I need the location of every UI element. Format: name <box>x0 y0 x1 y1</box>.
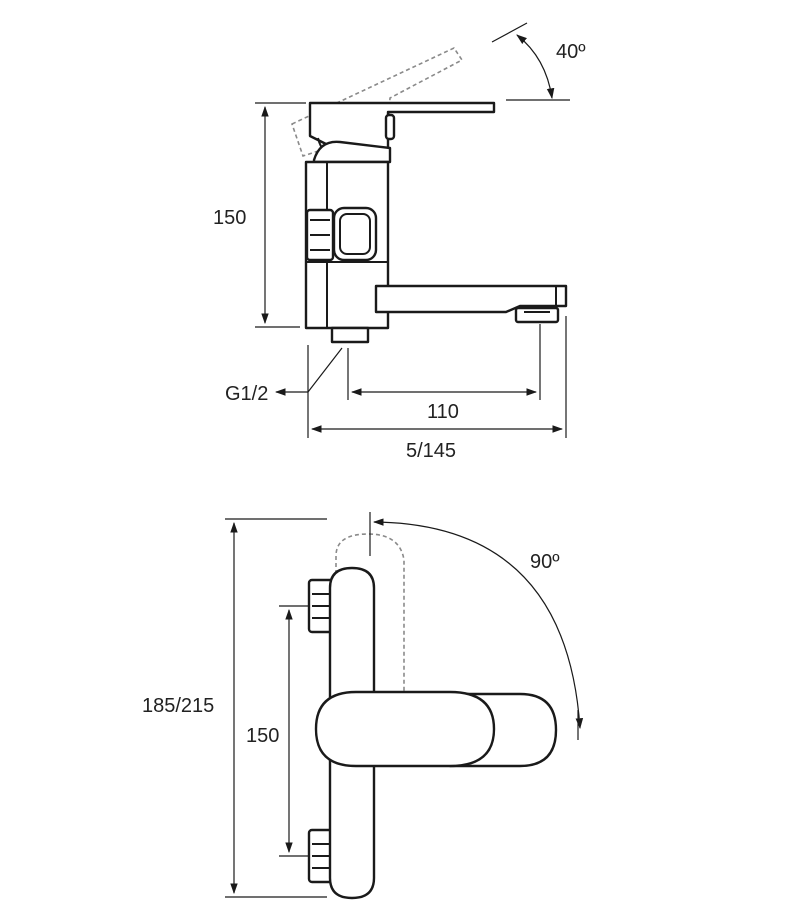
height-dimension-150: 150 <box>213 102 306 328</box>
angle-label-40: 40º <box>556 41 586 63</box>
top-connection-nut <box>307 578 337 634</box>
spout <box>374 284 568 324</box>
total-label-145: 5/145 <box>406 440 456 462</box>
bottom-inlet-connector <box>330 326 370 344</box>
side-connection-nut <box>305 208 335 262</box>
spout-label-110: 110 <box>427 401 459 423</box>
total-dimension-145: 5/145 <box>307 316 567 462</box>
total-height-label: 185/215 <box>142 695 214 717</box>
bottom-connection-nut <box>307 828 337 884</box>
centers-dimension-150: 150 <box>246 605 309 857</box>
ghost-lever-raised <box>291 46 464 158</box>
angle-dimension-90: 90º <box>372 518 584 740</box>
side-view: 40º 150 G1/2 110 5/145 <box>213 22 586 462</box>
angle-label-90: 90º <box>530 551 560 573</box>
front-lever <box>314 690 558 768</box>
height-label-150: 150 <box>213 207 246 229</box>
angle-dimension-40: 40º <box>491 22 586 101</box>
front-view: 90º 185/215 150 <box>142 512 584 900</box>
thread-label: G1/2 <box>225 383 268 405</box>
thread-dimension: G1/2 <box>225 347 343 405</box>
total-height-dimension: 185/215 <box>142 518 327 898</box>
centers-label-150: 150 <box>246 725 279 747</box>
cartridge-neck <box>312 140 392 164</box>
spout-dimension-110: 110 <box>347 324 541 423</box>
